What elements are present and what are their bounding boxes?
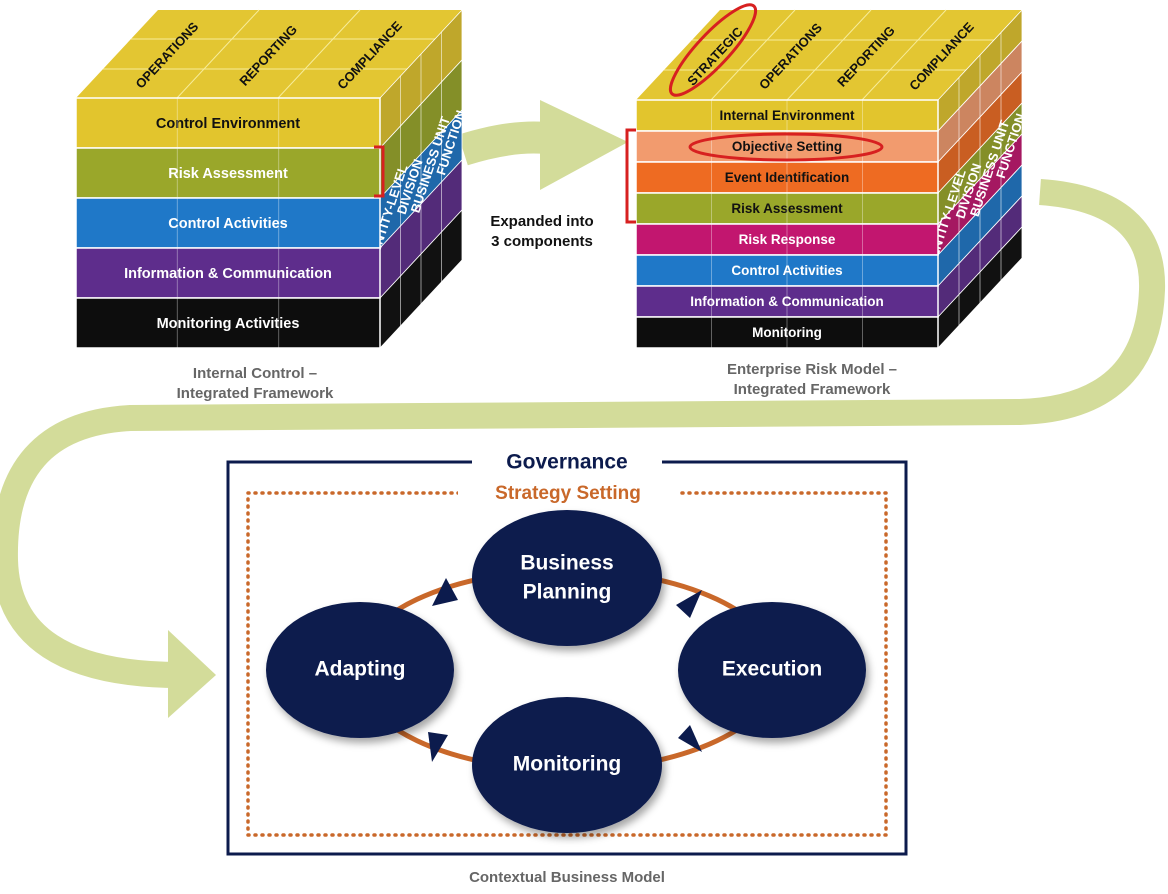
cube2-band-objective-setting bbox=[635, 130, 939, 163]
cube1-band-monitoring-activities-label: Monitoring Activities bbox=[157, 316, 300, 332]
node-monitoring: Monitoring bbox=[472, 697, 662, 833]
cube1-top-face bbox=[76, 10, 462, 98]
arrow-cube2-to-model bbox=[0, 179, 1166, 688]
cube2-caption-line2: Integrated Framework bbox=[734, 381, 891, 398]
cube1-top-grid bbox=[103, 9, 435, 99]
expanded-note: Expanded into 3 components bbox=[490, 213, 593, 250]
cube2-caption-line1: Enterprise Risk Model – bbox=[727, 361, 897, 378]
cube2-band-internal-environment bbox=[635, 99, 939, 132]
cube2-band-control-activities-label: Control Activities bbox=[731, 263, 842, 278]
cube2-band-internal-environment-label: Internal Environment bbox=[719, 108, 855, 123]
arrowhead-to-monitoring bbox=[678, 725, 702, 752]
cube1-band-information-and-communication-label: Information & Communication bbox=[124, 266, 332, 282]
cube1-caption-line1: Internal Control – bbox=[193, 365, 317, 382]
arrow-head-to-model bbox=[168, 630, 216, 718]
cube1-band-control-environment-label: Control Environment bbox=[156, 116, 300, 132]
cube1-band-control-activities-label: Control Activities bbox=[168, 216, 288, 232]
expanded-note-line2: 3 components bbox=[491, 233, 593, 250]
cube1-band-risk-assessment bbox=[75, 147, 381, 199]
cube1-band-control-environment bbox=[75, 97, 381, 149]
arrow-head-to-cube2 bbox=[540, 100, 628, 190]
flow-arrows bbox=[0, 100, 1166, 718]
cube2-band-risk-assessment bbox=[635, 192, 939, 225]
node-monitoring-label: Monitoring bbox=[513, 753, 621, 776]
cube2-band-event-identification-label: Event Identification bbox=[725, 170, 850, 185]
cube2-band-objective-setting-label: Objective Setting bbox=[732, 139, 842, 154]
model-caption: Contextual Business Model bbox=[469, 869, 665, 886]
cube2-band-monitoring bbox=[635, 316, 939, 349]
cube2-band-monitoring-label: Monitoring bbox=[752, 325, 822, 340]
arrowhead-to-adapting bbox=[428, 732, 448, 762]
node-adapting-shape bbox=[266, 602, 454, 738]
cube2-band-information-and-communication-label: Information & Communication bbox=[690, 294, 884, 309]
cube2-side-bands bbox=[937, 8, 1023, 350]
expanded-note-line1: Expanded into bbox=[490, 213, 593, 230]
node-execution: Execution bbox=[678, 602, 866, 738]
node-execution-shape bbox=[678, 602, 866, 738]
arrowhead-to-execution bbox=[676, 590, 702, 618]
contextual-business-model: Governance Strategy Setting Business Pla… bbox=[226, 448, 908, 886]
cube2-expansion-bracket bbox=[625, 128, 636, 224]
cube1-side-bands bbox=[379, 8, 463, 350]
node-business-planning-line2: Planning bbox=[523, 581, 612, 604]
strategy-title-bg bbox=[458, 480, 680, 508]
cube2-band-risk-assessment-label: Risk Assessment bbox=[731, 201, 843, 216]
cube1-risk-bracket bbox=[374, 145, 385, 198]
cube2-band-risk-response-label: Risk Response bbox=[739, 232, 836, 247]
strategic-highlight-ring bbox=[668, 3, 758, 97]
objective-setting-highlight-ring bbox=[688, 132, 884, 162]
node-execution-label: Execution bbox=[722, 658, 822, 681]
cycle-arrowheads bbox=[428, 578, 702, 762]
node-adapting: Adapting bbox=[266, 602, 454, 738]
cube1-caption-line2: Integrated Framework bbox=[177, 385, 334, 402]
arrowhead-to-business-planning bbox=[432, 578, 458, 606]
strategy-title: Strategy Setting bbox=[495, 483, 641, 504]
node-business-planning-shape bbox=[472, 510, 662, 646]
governance-title-bg bbox=[472, 448, 662, 476]
governance-title: Governance bbox=[506, 451, 627, 474]
cube1-band-risk-assessment-label: Risk Assessment bbox=[168, 166, 288, 182]
node-business-planning: Business Planning bbox=[472, 510, 662, 646]
cube1-band-control-activities bbox=[75, 197, 381, 249]
node-business-planning-line1: Business bbox=[520, 552, 613, 575]
node-adapting-label: Adapting bbox=[315, 658, 406, 681]
node-monitoring-shape bbox=[472, 697, 662, 833]
cube1-band-monitoring-activities bbox=[75, 297, 381, 349]
